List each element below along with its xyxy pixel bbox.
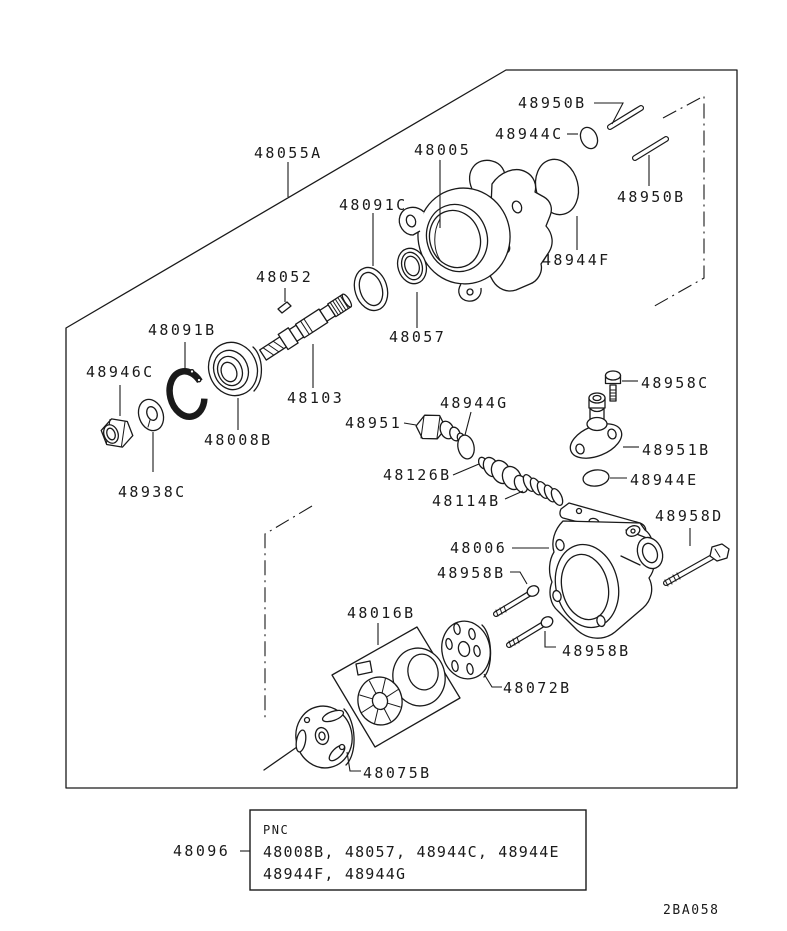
part-48103-drive-shaft	[259, 293, 353, 361]
part-label-48057: 48057	[389, 328, 446, 346]
part-label-48091C: 48091C	[339, 196, 408, 214]
part-label-48126B: 48126B	[383, 466, 452, 484]
part-label-48944E: 48944E	[630, 471, 699, 489]
part-48005-front-body	[398, 159, 553, 302]
part-48944E-o-ring	[582, 469, 610, 487]
part-label-48055A: 48055A	[254, 144, 323, 162]
part-label-48958B-1: 48958B	[437, 564, 506, 582]
section-chain-line-left	[264, 505, 313, 722]
part-48958D-bolt	[663, 543, 730, 587]
part-label-48958D: 48958D	[655, 507, 724, 525]
assembly-boundary	[65, 69, 738, 789]
part-48944G-o-ring	[457, 434, 475, 460]
part-48951B-suction-connector	[569, 392, 623, 459]
part-label-48005: 48005	[414, 141, 471, 159]
part-label-48944G: 48944G	[440, 394, 509, 412]
part-48958C-bolt	[604, 370, 622, 402]
part-label-48103: 48103	[287, 389, 344, 407]
part-label-48944F: 48944F	[542, 251, 611, 269]
part-48958B-bolt-1	[493, 585, 540, 617]
part-label-48075B: 48075B	[363, 764, 432, 782]
part-label-48951B: 48951B	[642, 441, 711, 459]
part-48008B-bearing	[207, 341, 263, 397]
part-48075B-side-plate	[295, 705, 355, 769]
section-chain-line-right	[650, 95, 705, 309]
part-48126B-control-valve	[477, 456, 529, 494]
pnc-box-border	[249, 809, 587, 891]
part-48052-key	[277, 301, 292, 314]
part-48944C-o-ring	[579, 126, 599, 150]
pnc-box-title: PNC	[263, 823, 289, 837]
part-label-48016B: 48016B	[347, 604, 416, 622]
part-48006-rear-body	[548, 502, 664, 639]
part-label-48114B: 48114B	[432, 492, 501, 510]
drawing-code: 2BA058	[663, 903, 720, 918]
pnc-box-line2: 48944F, 48944G	[263, 865, 406, 883]
part-48072B-side-plate	[441, 620, 492, 680]
pnc-box-line1: 48008B, 48057, 48944C, 48944E	[263, 843, 560, 861]
part-label-48950B-2: 48950B	[617, 188, 686, 206]
part-label-48006: 48006	[450, 539, 507, 557]
part-48944F-o-ring	[534, 158, 580, 216]
part-48091B-snap-ring	[166, 368, 208, 420]
part-label-48946C: 48946C	[86, 363, 155, 381]
part-48016B-cartridge-kit	[331, 626, 461, 748]
part-label-48944C: 48944C	[495, 125, 564, 143]
pnc-ref-label-48096: 48096	[173, 842, 230, 860]
part-48057-oil-seal	[396, 247, 428, 285]
part-label-48072B: 48072B	[503, 679, 572, 697]
part-48091C-o-ring	[353, 266, 389, 312]
leader-lines	[119, 102, 691, 852]
part-label-48008B: 48008B	[204, 431, 273, 449]
part-48950B-pin-2	[632, 136, 669, 161]
part-48114B-spring	[522, 474, 564, 506]
part-label-48958B-2: 48958B	[562, 642, 631, 660]
part-label-48052: 48052	[256, 268, 313, 286]
part-48950B-pin-1	[607, 105, 644, 130]
pnc-box: PNC 48008B, 48057, 48944C, 48944E 48944F…	[173, 809, 587, 891]
section-chain-hook-left	[263, 746, 298, 771]
part-label-48951: 48951	[345, 414, 402, 432]
part-48946C-nut	[100, 418, 134, 448]
part-label-48938C: 48938C	[118, 483, 187, 501]
part-label-48950B-1: 48950B	[518, 94, 587, 112]
part-label-48091B: 48091B	[148, 321, 217, 339]
part-label-48958C: 48958C	[641, 374, 710, 392]
part-48938C-washer	[137, 398, 165, 432]
part-48958B-bolt-2	[506, 616, 554, 648]
